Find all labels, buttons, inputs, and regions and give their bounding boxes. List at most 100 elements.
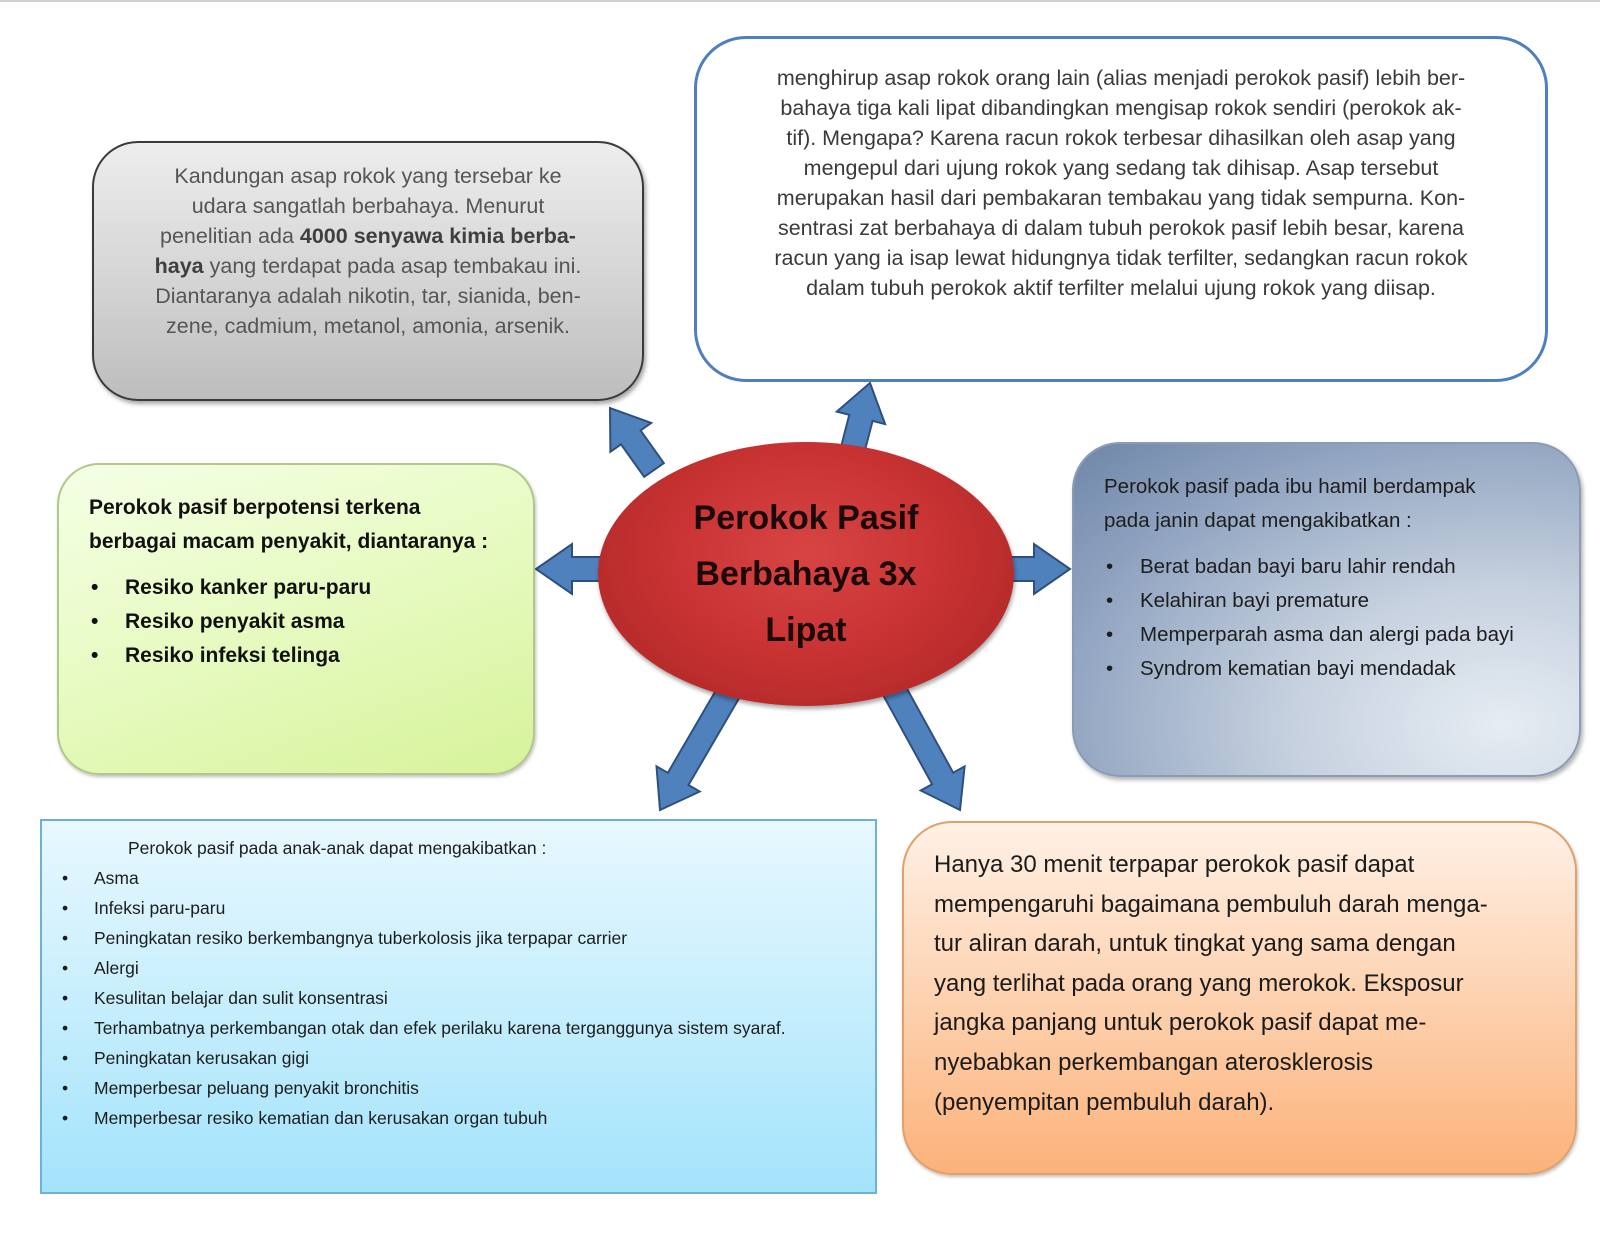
- arrow-to-children-box: [655, 682, 742, 812]
- disease-intro-line: Perokok pasif berpotensi terkena: [89, 496, 421, 519]
- list-item: • Peningkatan kerusakan gigi: [62, 1043, 855, 1073]
- list-item-text: Resiko infeksi telinga: [125, 644, 340, 667]
- list-item-text: Memperbesar peluang penyakit bronchitis: [94, 1078, 419, 1098]
- center-title-line: Perokok Pasif: [693, 499, 919, 537]
- danger-line: tif). Mengapa? Karena racun rokok terbes…: [786, 126, 1456, 150]
- children-intro: Perokok pasif pada anak-anak dapat menga…: [128, 838, 547, 858]
- composition-text: Kandungan asap rokok yang tersebar ke: [174, 164, 562, 188]
- duration-line: yang terlihat pada orang yang merokok. E…: [934, 969, 1464, 997]
- composition-text: penelitian ada: [160, 224, 300, 248]
- pregnancy-intro-line: Perokok pasif pada ibu hamil berdampak: [1104, 475, 1476, 498]
- smoke-composition-box: Kandungan asap rokok yang tersebar ke ud…: [92, 141, 644, 401]
- list-item-text: Resiko penyakit asma: [125, 610, 345, 633]
- bullet-icon: •: [91, 610, 99, 633]
- composition-line: haya yang terdapat pada asap tembakau in…: [128, 251, 608, 281]
- duration-line: tur aliran darah, untuk tingkat yang sam…: [934, 930, 1456, 958]
- disease-risk-box: Perokok pasif berpotensi terkena berbaga…: [57, 463, 535, 775]
- bullet-icon: •: [1106, 555, 1114, 578]
- composition-line: penelitian ada 4000 senyawa kimia berba-: [128, 221, 608, 251]
- list-item: • Resiko infeksi telinga: [91, 639, 513, 673]
- list-item: • Resiko kanker paru-paru: [91, 571, 513, 605]
- list-item: • Resiko penyakit asma: [91, 605, 513, 639]
- list-item-text: Syndrom kematian bayi mendadak: [1140, 657, 1456, 680]
- list-item: • Kelahiran bayi premature: [1106, 584, 1569, 618]
- bullet-icon: •: [62, 958, 69, 978]
- duration-line: mempengaruhi bagaimana pembuluh darah me…: [934, 890, 1488, 918]
- bullet-icon: •: [62, 928, 69, 948]
- arrow-to-duration-box: [882, 682, 966, 812]
- bullet-icon: •: [91, 576, 99, 599]
- list-item: • Memperbesar resiko kematian dan kerusak…: [62, 1103, 855, 1133]
- list-item: • Terhambatnya perkembangan otak dan efek…: [62, 1013, 855, 1043]
- danger-line: racun yang ia isap lewat hidungnya tidak…: [774, 246, 1468, 270]
- danger-line: menghirup asap rokok orang lain (alias m…: [776, 66, 1466, 90]
- danger-line: mengepul dari ujung rokok yang sedang ta…: [803, 156, 1439, 180]
- list-item-text: Memperparah asma dan alergi pada bayi: [1140, 623, 1514, 646]
- bullet-icon: •: [62, 1108, 69, 1128]
- disease-intro-line: berbagai macam penyakit, diantaranya :: [89, 530, 489, 553]
- list-item-text: Memperbesar resiko kematian dan kerusaka…: [94, 1108, 548, 1128]
- duration-line: nyebabkan perkembangan aterosklerosis: [934, 1048, 1373, 1076]
- list-item-text: Berat badan bayi baru lahir rendah: [1140, 555, 1456, 578]
- list-item-text: Infeksi paru-paru: [94, 898, 226, 918]
- children-list: • Asma • Infeksi paru-paru • Peningkatan re…: [58, 863, 855, 1133]
- list-item: • Syndrom kematian bayi mendadak: [1106, 652, 1569, 686]
- danger-line: merupakan hasil dari pembakaran tembakau…: [776, 186, 1466, 210]
- list-item-text: Kesulitan belajar dan sulit konsentrasi: [94, 988, 388, 1008]
- pregnancy-effects-box: Perokok pasif pada ibu hamil berdampak p…: [1072, 442, 1581, 777]
- list-item-text: Resiko kanker paru-paru: [125, 576, 372, 599]
- bullet-icon: •: [1106, 657, 1114, 680]
- arrow-to-composition-box: [608, 406, 666, 479]
- bullet-icon: •: [1106, 623, 1114, 646]
- list-item: • Asma: [62, 863, 855, 893]
- list-item-text: Asma: [94, 868, 139, 888]
- composition-text: yang terdapat pada asap tembakau ini.: [203, 254, 582, 278]
- disease-list: • Resiko kanker paru-paru • Resiko penyaki…: [89, 571, 513, 673]
- composition-bold-text: 4000 senyawa kimia berba-: [299, 224, 576, 248]
- list-item: • Berat badan bayi baru lahir rendah: [1106, 550, 1569, 584]
- list-item: • Alergi: [62, 953, 855, 983]
- list-item-text: Peningkatan kerusakan gigi: [94, 1048, 310, 1068]
- pregnancy-list: • Berat badan bayi baru lahir rendah • Kel…: [1104, 550, 1569, 686]
- list-item: • Peningkatan resiko berkembangnya tuberk…: [62, 923, 855, 953]
- list-item-text: Kelahiran bayi premature: [1140, 589, 1370, 612]
- bullet-icon: •: [1106, 589, 1114, 612]
- composition-text: Diantaranya adalah nikotin, tar, sianida…: [155, 284, 581, 308]
- passive-smoking-danger-box: menghirup asap rokok orang lain (alias m…: [694, 36, 1548, 382]
- duration-line: jangka panjang untuk perokok pasif dapat…: [934, 1009, 1427, 1037]
- list-item: • Infeksi paru-paru: [62, 893, 855, 923]
- duration-line: (penyempitan pembuluh darah).: [934, 1088, 1275, 1116]
- children-effects-box: Perokok pasif pada anak-anak dapat menga…: [40, 819, 877, 1194]
- bullet-icon: •: [62, 1018, 69, 1038]
- smoke-composition-text: Kandungan asap rokok yang tersebar ke ud…: [128, 161, 608, 341]
- composition-line: udara sangatlah berbahaya. Menurut: [128, 191, 608, 221]
- composition-line: Diantaranya adalah nikotin, tar, sianida…: [128, 281, 608, 311]
- bullet-icon: •: [62, 988, 69, 1008]
- list-item: •Memperbesar peluang penyakit bronchitis: [62, 1073, 855, 1103]
- center-title-line: Lipat: [765, 611, 847, 649]
- composition-text: zene, cadmium, metanol, amonia, arsenik.: [166, 314, 570, 338]
- composition-bold-text: haya: [154, 254, 204, 278]
- duration-line: Hanya 30 menit terpapar perokok pasif da…: [934, 851, 1415, 878]
- center-title-line: Berbahaya 3x: [695, 555, 917, 593]
- center-ellipse: [598, 442, 1014, 706]
- list-item-text: Alergi: [94, 958, 139, 978]
- pregnancy-intro-line: pada janin dapat mengakibatkan :: [1104, 509, 1412, 532]
- list-item-text: Terhambatnya perkembangan otak dan efek …: [94, 1018, 786, 1038]
- bullet-icon: •: [62, 1048, 69, 1068]
- center-title: Perokok Pasif Berbahaya 3x Lipat: [640, 490, 972, 658]
- composition-line: Kandungan asap rokok yang tersebar ke: [128, 161, 608, 191]
- bullet-icon: •: [62, 898, 69, 918]
- composition-text: udara sangatlah berbahaya. Menurut: [191, 194, 545, 218]
- composition-line: zene, cadmium, metanol, amonia, arsenik.: [128, 311, 608, 341]
- list-item: • Memperparah asma dan alergi pada bayi: [1106, 618, 1569, 652]
- exposure-duration-box: Hanya 30 menit terpapar perokok pasif da…: [902, 821, 1577, 1175]
- danger-line: bahaya tiga kali lipat dibandingkan meng…: [780, 96, 1462, 120]
- top-divider: [0, 0, 1600, 2]
- list-item-text: Peningkatan resiko berkembangnya tuberko…: [94, 928, 628, 948]
- bullet-icon: •: [62, 868, 69, 888]
- bullet-icon: •: [91, 644, 99, 667]
- danger-line: dalam tubuh perokok aktif terfilter mela…: [806, 276, 1436, 300]
- list-item: • Kesulitan belajar dan sulit konsentrasi: [62, 983, 855, 1013]
